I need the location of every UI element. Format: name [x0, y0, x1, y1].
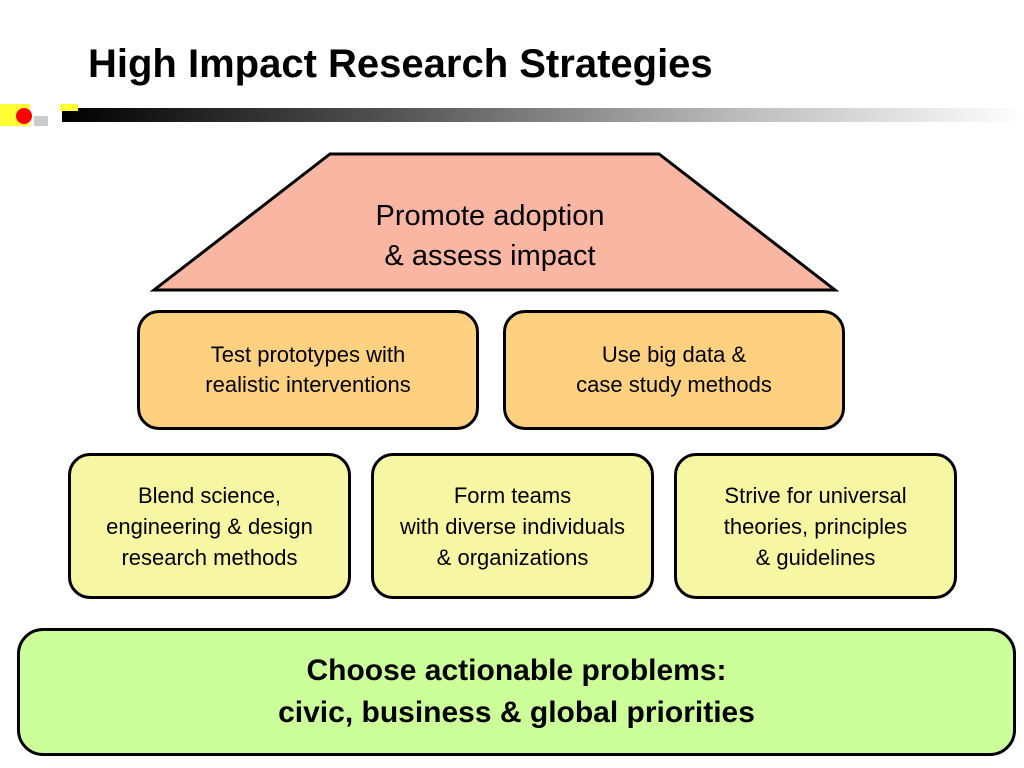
base-box-label: Choose actionable problems: civic, busin…	[278, 654, 755, 729]
rule-accent-yellow-block-small	[60, 104, 78, 111]
lower-box-blend-methods-label: Blend science, engineering & design rese…	[106, 482, 313, 570]
lower-box-form-teams: Form teams with diverse individuals & or…	[371, 453, 654, 599]
base-box-actionable-problems: Choose actionable problems: civic, busin…	[17, 628, 1016, 756]
top-tier-label: Promote adoption & assess impact	[375, 200, 605, 272]
middle-box-big-data-label: Use big data & case study methods	[576, 342, 772, 397]
slide-title: High Impact Research Strategies	[88, 42, 713, 86]
lower-box-universal-theories-label: Strive for universal theories, principle…	[723, 482, 908, 570]
lower-box-blend-methods: Blend science, engineering & design rese…	[68, 453, 351, 599]
rule-accent-grey-block	[34, 116, 48, 126]
rule-accent-red-dot	[16, 108, 32, 124]
lower-box-universal-theories: Strive for universal theories, principle…	[674, 453, 957, 599]
title-rule	[0, 104, 1024, 126]
middle-box-big-data: Use big data & case study methods	[503, 310, 845, 430]
middle-box-prototypes: Test prototypes with realistic intervent…	[137, 310, 479, 430]
lower-box-form-teams-label: Form teams with diverse individuals & or…	[400, 482, 625, 570]
middle-box-prototypes-label: Test prototypes with realistic intervent…	[205, 342, 411, 397]
